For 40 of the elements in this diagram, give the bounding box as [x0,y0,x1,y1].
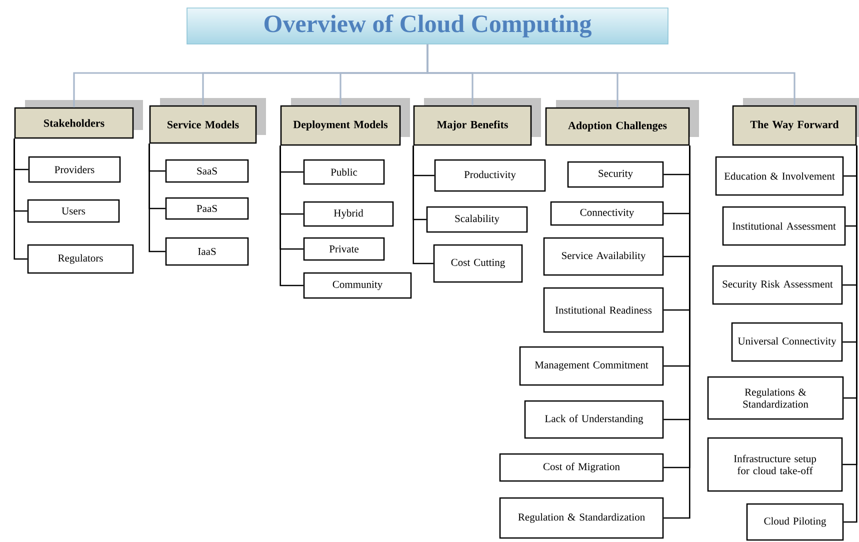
item-box: Users [27,199,120,223]
item-box: Cloud Piloting [746,503,844,541]
item-box: Regulations & Standardization [707,376,844,420]
connector-line [412,146,434,264]
item-box: Private [303,237,385,261]
item-box: Security Risk Assessment [712,265,843,305]
category-header: Major Benefits [413,98,541,146]
item-box: Universal Connectivity [731,322,843,362]
item-box: Public [303,159,385,185]
category-header: The Way Forward [732,98,859,146]
category-header: Adoption Challenges [545,100,699,146]
item-box: Productivity [434,159,546,192]
category-header: Stakeholders [14,100,143,139]
item-box: Infrastructure setup for cloud take-off [707,437,843,492]
connector-line [280,146,304,286]
item-box: Service Availability [543,237,664,276]
item-box: Education & Involvement [715,156,844,196]
item-box: Regulators [27,244,134,274]
item-box: IaaS [165,237,249,266]
item-box: Institutional Readiness [543,287,664,333]
item-box: Institutional Assessment [722,206,846,246]
item-box: Cost of Migration [499,453,664,482]
item-box: Cost Cutting [433,244,523,283]
item-box: PaaS [165,197,249,220]
item-box: Security [567,161,664,188]
connector-line [844,146,858,523]
category-header: Service Models [149,98,266,144]
connector-line [148,144,166,252]
item-box: Community [303,272,412,299]
item-box: Scalability [426,206,528,233]
item-box: SaaS [165,159,249,183]
item-box: Regulation & Standardization [499,497,664,539]
title-box: Overview of Cloud Computing [186,8,668,44]
item-box: Providers [28,156,121,183]
connector-line [14,138,28,260]
item-box: Lack of Understanding [524,400,664,439]
item-box: Connectivity [550,201,664,226]
category-header: Deployment Models [280,98,410,146]
item-box: Management Commitment [519,346,664,386]
item-box: Hybrid [303,201,394,227]
